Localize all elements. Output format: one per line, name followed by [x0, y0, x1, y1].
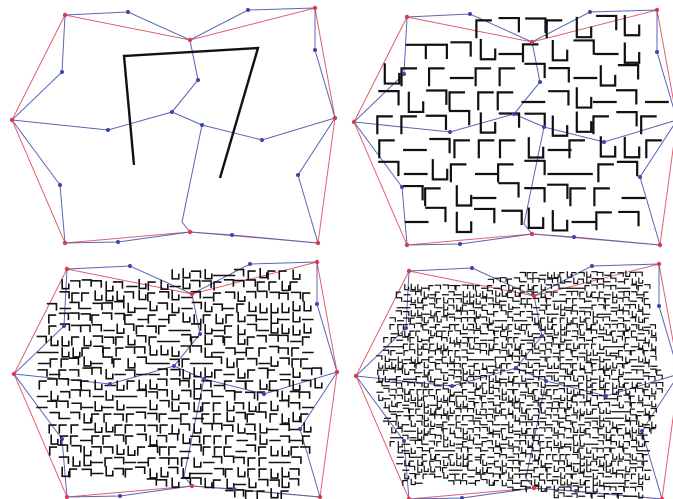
hull-vertex	[657, 262, 661, 266]
mesh-vertex	[402, 72, 406, 76]
hull-vertex	[316, 241, 320, 245]
mesh-vertex	[62, 324, 66, 328]
mesh-vertex	[400, 185, 404, 189]
hull-vertex	[655, 8, 659, 12]
hull-vertex	[407, 269, 411, 273]
mesh-vertex	[512, 112, 516, 116]
mesh-vertex	[296, 173, 300, 177]
mesh-vertex	[196, 78, 200, 82]
hull-vertex	[532, 294, 536, 298]
hull-vertex	[188, 230, 192, 234]
space-filling-curve	[37, 269, 322, 499]
hull-vertex	[315, 260, 319, 264]
mesh-vertex	[200, 123, 204, 127]
hull-vertex	[10, 118, 14, 122]
mesh-vertex	[542, 125, 546, 129]
mesh-vertex	[657, 304, 661, 308]
hull-vertex	[335, 370, 339, 374]
mesh-vertex	[118, 494, 122, 498]
hull-vertex	[318, 495, 322, 499]
mesh-vertex	[402, 439, 406, 443]
mesh-vertex	[262, 392, 266, 396]
hull-vertex	[530, 40, 534, 44]
mesh-vertex	[108, 382, 112, 386]
mesh-vertex	[458, 242, 462, 246]
hull-vertex	[313, 6, 317, 10]
mesh-vertex	[202, 377, 206, 381]
mesh-edge	[172, 112, 335, 140]
mesh-vertex	[450, 384, 454, 388]
mesh-edge	[174, 366, 337, 394]
mesh-vertex	[232, 487, 236, 491]
mesh-vertex	[58, 183, 62, 187]
space-filling-curve	[377, 16, 667, 232]
hull-vertex	[405, 15, 409, 19]
mesh-vertex	[468, 12, 472, 16]
mesh-vertex	[128, 264, 132, 268]
hull-vertex	[63, 13, 67, 17]
mesh-vertex	[602, 140, 606, 144]
mesh-vertex	[655, 50, 659, 54]
hull-vertex	[333, 116, 337, 120]
hull-vertex	[65, 495, 69, 499]
hull-vertex	[530, 232, 534, 236]
panel-iteration-2	[352, 8, 673, 247]
mesh-edge	[524, 127, 544, 234]
mesh-vertex	[313, 48, 317, 52]
mesh-vertex	[638, 175, 642, 179]
hull-vertex	[658, 243, 662, 247]
mesh-vertex	[116, 240, 120, 244]
hull-vertex	[190, 484, 194, 488]
hull-vertex	[65, 267, 69, 271]
space-filling-curve	[124, 48, 258, 178]
mesh-vertex	[230, 233, 234, 237]
mesh-vertex	[590, 264, 594, 268]
hull-vertex	[188, 38, 192, 42]
panel-iteration-1	[10, 6, 337, 245]
mesh-vertex	[246, 8, 250, 12]
mesh-vertex	[640, 429, 644, 433]
mesh-vertex	[260, 138, 264, 142]
mesh-vertex	[448, 130, 452, 134]
hull-vertex	[354, 374, 358, 378]
mesh-vertex	[106, 128, 110, 132]
mesh-vertex	[588, 10, 592, 14]
mesh-vertex	[298, 427, 302, 431]
hull-vertex	[352, 120, 356, 124]
mesh-vertex	[540, 334, 544, 338]
mesh-vertex	[60, 437, 64, 441]
mesh-edge	[182, 125, 202, 232]
mesh-vertex	[315, 302, 319, 306]
mesh-edge	[526, 381, 546, 488]
mesh-vertex	[170, 110, 174, 114]
mesh-vertex	[604, 394, 608, 398]
mesh-vertex	[574, 489, 578, 493]
mesh-vertex	[404, 326, 408, 330]
mesh-vertex	[572, 235, 576, 239]
mesh-vertex	[126, 10, 130, 14]
mesh-vertex	[198, 332, 202, 336]
mesh-vertex	[172, 364, 176, 368]
hull-vertex	[63, 241, 67, 245]
mesh-vertex	[538, 80, 542, 84]
mesh-vertex	[470, 266, 474, 270]
mesh-vertex	[248, 262, 252, 266]
mesh-vertex	[60, 70, 64, 74]
mesh-vertex	[544, 379, 548, 383]
hull-vertex	[12, 372, 16, 376]
mesh-vertex	[514, 366, 518, 370]
hull-vertex	[405, 243, 409, 247]
panel-iteration-3	[12, 260, 339, 499]
hull-vertex	[190, 292, 194, 296]
panel-iteration-4	[354, 262, 673, 499]
hull-vertex	[532, 486, 536, 490]
space-filling-curve	[377, 271, 663, 498]
